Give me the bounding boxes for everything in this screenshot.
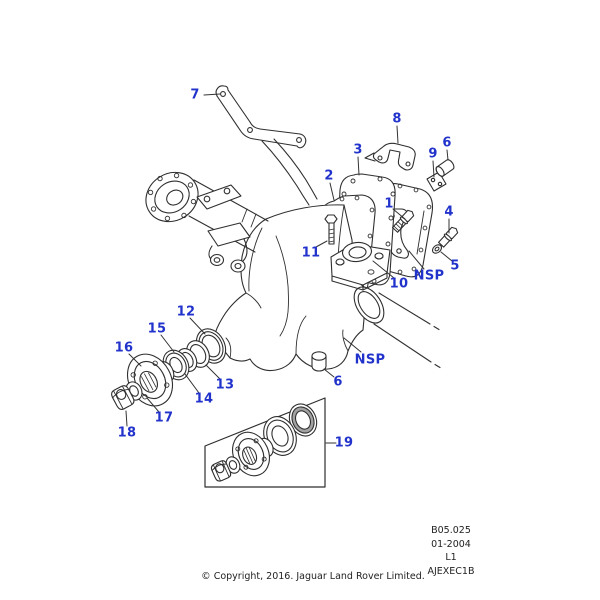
bush-part-lower xyxy=(311,351,327,372)
callout-5[interactable]: 5 xyxy=(450,258,460,274)
figure-code: B05.025 xyxy=(431,525,471,536)
callout-12[interactable]: 12 xyxy=(176,304,196,320)
callout-14[interactable]: 14 xyxy=(194,391,214,407)
callout-17[interactable]: 17 xyxy=(154,410,174,426)
doc-reference-block: B05.025 01-2004 L1 AJEXEC1B xyxy=(391,524,511,578)
stay-bracket-part xyxy=(215,85,318,206)
kit-inset-box xyxy=(204,397,326,488)
callout-16[interactable]: 16 xyxy=(114,340,134,356)
callout-15[interactable]: 15 xyxy=(147,321,167,337)
callout-1[interactable]: 1 xyxy=(384,196,394,212)
figure-sheet: L1 xyxy=(445,552,457,563)
callout-7[interactable]: 7 xyxy=(190,87,200,103)
callout-10[interactable]: 10 xyxy=(389,276,409,292)
bush-part-upper xyxy=(435,159,455,177)
figure-ref: AJEXEC1B xyxy=(427,565,475,577)
packing-plate-part xyxy=(426,171,447,192)
copyright-notice: © Copyright, 2016. Jaguar Land Rover Lim… xyxy=(201,571,425,582)
kit-nut xyxy=(210,460,232,482)
filler-cap-plate xyxy=(324,214,391,291)
axle-tube-left xyxy=(145,171,269,273)
callout-3[interactable]: 3 xyxy=(353,142,363,158)
callout-nsp-cover[interactable]: NSP xyxy=(413,268,445,284)
figure-date: 01-2004 xyxy=(431,538,471,550)
callout-8[interactable]: 8 xyxy=(392,111,402,127)
callout-nsp-housing[interactable]: NSP xyxy=(354,352,386,368)
callout-18[interactable]: 18 xyxy=(117,425,137,441)
callout-6-upper[interactable]: 6 xyxy=(442,135,452,151)
axle-housing-body xyxy=(213,204,369,372)
nut-part-18 xyxy=(111,385,135,410)
callout-19[interactable]: 19 xyxy=(334,435,354,451)
callout-9[interactable]: 9 xyxy=(428,146,438,162)
axle-tube-right xyxy=(353,286,441,369)
callout-2[interactable]: 2 xyxy=(324,168,334,184)
kit-bearing xyxy=(288,403,318,437)
bolt-part-4 xyxy=(437,226,459,248)
filler-plug-bolt xyxy=(324,214,338,245)
washer-part-5 xyxy=(431,244,443,254)
callout-6-lower[interactable]: 6 xyxy=(333,374,343,390)
callout-13[interactable]: 13 xyxy=(215,377,235,393)
callout-4[interactable]: 4 xyxy=(444,204,454,220)
small-bracket-part xyxy=(364,142,416,171)
leader-lines xyxy=(125,93,453,444)
callout-11[interactable]: 11 xyxy=(301,245,321,261)
